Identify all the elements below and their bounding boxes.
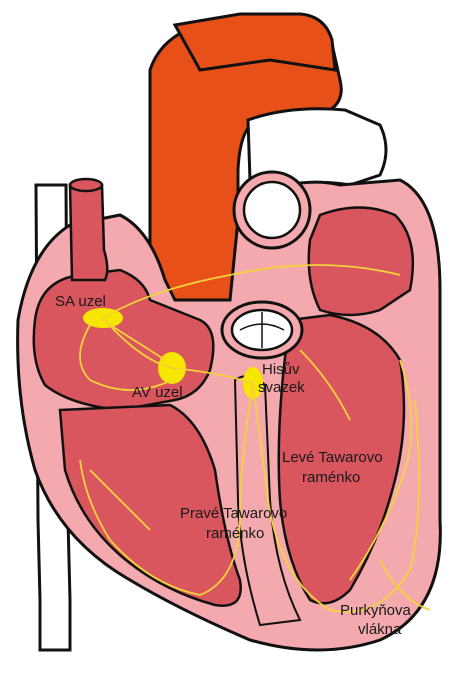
aorta-top bbox=[175, 14, 335, 70]
his-bundle-label-1: Hisův bbox=[262, 361, 300, 378]
purkinje-label-2: vlákna bbox=[358, 621, 402, 638]
sa-node-label: SA uzel bbox=[55, 293, 106, 310]
right-bundle-label-1: Pravé Tawarovo bbox=[180, 505, 287, 522]
right-bundle-label-2: raménko bbox=[206, 525, 264, 542]
left-bundle-label-1: Levé Tawarovo bbox=[282, 449, 383, 466]
av-node-label: AV uzel bbox=[132, 384, 183, 401]
vena-cava-inner bbox=[70, 185, 107, 280]
purkinje-label-1: Purkyňova bbox=[340, 602, 412, 619]
left-bundle-label-2: raménko bbox=[302, 469, 360, 486]
left-atrium bbox=[309, 208, 413, 316]
his-bundle-label-2: svazek bbox=[258, 379, 305, 396]
